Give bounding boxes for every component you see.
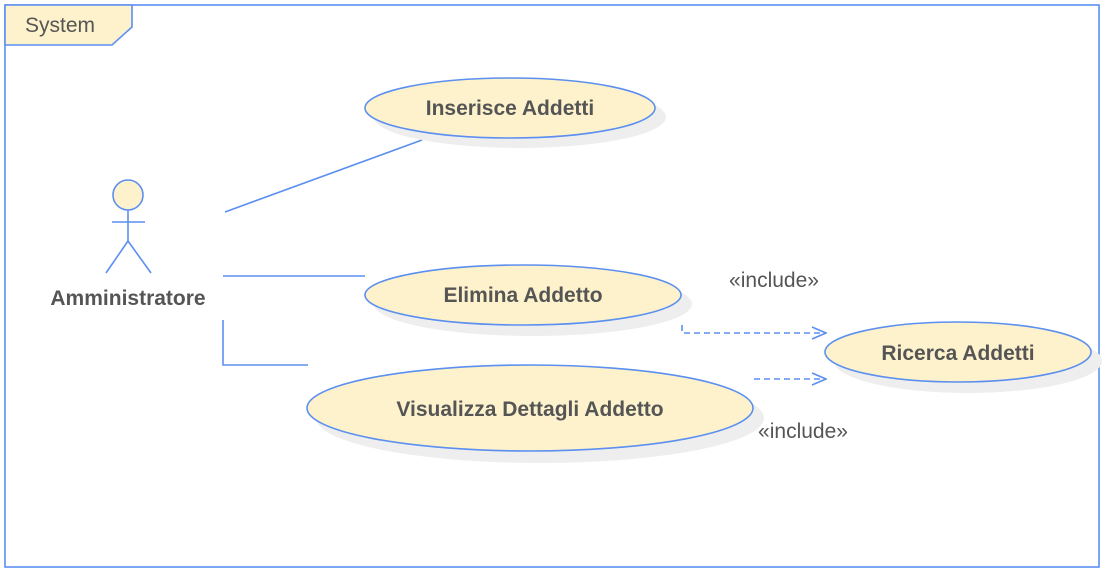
system-title: System (25, 14, 95, 37)
actor-name: Amministratore (50, 287, 205, 310)
use-case-visualizza[interactable]: Visualizza Dettagli Addetto (306, 364, 764, 463)
use-case-inserisce-label: Inserisce Addetti (426, 97, 594, 120)
include-label-2: «include» (758, 420, 848, 443)
actor-left-leg (105, 240, 129, 274)
use-case-elimina-ellipse (364, 264, 682, 326)
include-arrow-elimina-ricerca (681, 325, 826, 333)
include-label-1: «include» (729, 269, 819, 292)
use-case-ricerca[interactable]: Ricerca Addetti (824, 321, 1102, 393)
association-inserisce (224, 139, 423, 213)
system-boundary (4, 4, 1100, 568)
use-case-inserisce[interactable]: Inserisce Addetti (364, 77, 666, 148)
actor-right-leg (127, 240, 152, 274)
use-case-ricerca-label: Ricerca Addetti (881, 342, 1034, 365)
system-title-tab (4, 4, 133, 46)
use-case-visualizza-label: Visualizza Dettagli Addetto (396, 398, 663, 421)
use-case-visualizza-ellipse (306, 364, 754, 452)
association-visualizza (222, 320, 308, 366)
actor-stick-figure[interactable] (105, 179, 152, 274)
actor-head (112, 179, 144, 211)
use-case-inserisce-ellipse (364, 77, 656, 139)
use-case-elimina-label: Elimina Addetto (443, 284, 602, 307)
use-case-elimina[interactable]: Elimina Addetto (364, 264, 692, 336)
use-case-ricerca-ellipse (824, 321, 1092, 383)
